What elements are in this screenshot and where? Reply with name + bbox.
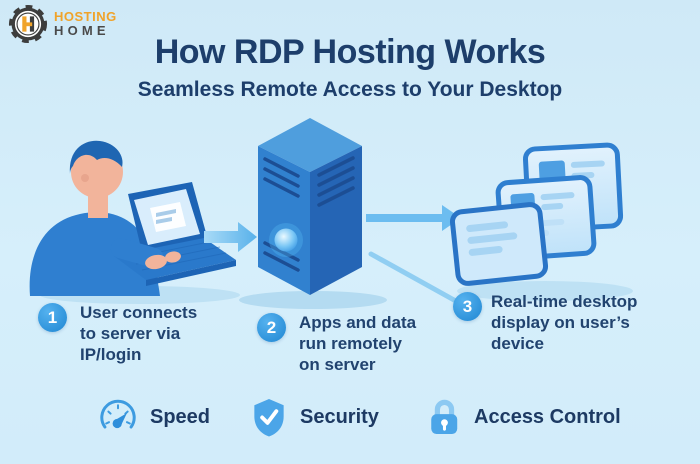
shield-check-icon — [254, 398, 284, 437]
hosting-home-badge-icon — [8, 4, 48, 44]
remote-screens-illustration — [449, 142, 624, 286]
speedometer-icon — [100, 399, 136, 429]
arrow-right-icon — [366, 205, 461, 231]
step-2-text: Apps and data run remotely on server — [299, 313, 417, 374]
connector-line — [368, 251, 466, 308]
page-title: How RDP Hosting Works — [154, 33, 546, 71]
step-3-badge: 3 — [453, 292, 482, 321]
page-subtitle: Seamless Remote Access to Your Desktop — [137, 78, 563, 101]
brand-word-home: HOME — [54, 23, 110, 38]
feature-speed: Speed — [99, 399, 210, 435]
feature-speed-label: Speed — [150, 405, 211, 428]
step-3-number: 3 — [462, 296, 473, 316]
brand-wordmark: HOSTING HOME — [54, 10, 117, 37]
step-1-number: 1 — [47, 307, 58, 327]
feature-access-control-label: Access Control — [474, 405, 621, 428]
step-1-text: User connects to server via IP/login — [80, 303, 198, 364]
brand-logo: HOSTING HOME — [8, 4, 117, 44]
feature-security: Security — [251, 397, 379, 438]
step-2-badge: 2 — [257, 313, 286, 342]
rdp-flow-illustration — [29, 118, 633, 309]
step-3-text: Real-time desktop display on user’s devi… — [491, 292, 638, 353]
status-light-icon — [274, 228, 298, 252]
step-1-badge: 1 — [38, 303, 67, 332]
feature-security-label: Security — [300, 406, 379, 428]
server-illustration — [258, 118, 362, 295]
feature-access-control: Access Control — [427, 397, 621, 437]
user-with-laptop-illustration — [29, 140, 236, 296]
brand-word-hosting: HOSTING — [54, 9, 117, 25]
padlock-icon — [431, 399, 458, 434]
step-2-number: 2 — [266, 317, 277, 337]
arrow-right-icon — [204, 222, 257, 252]
